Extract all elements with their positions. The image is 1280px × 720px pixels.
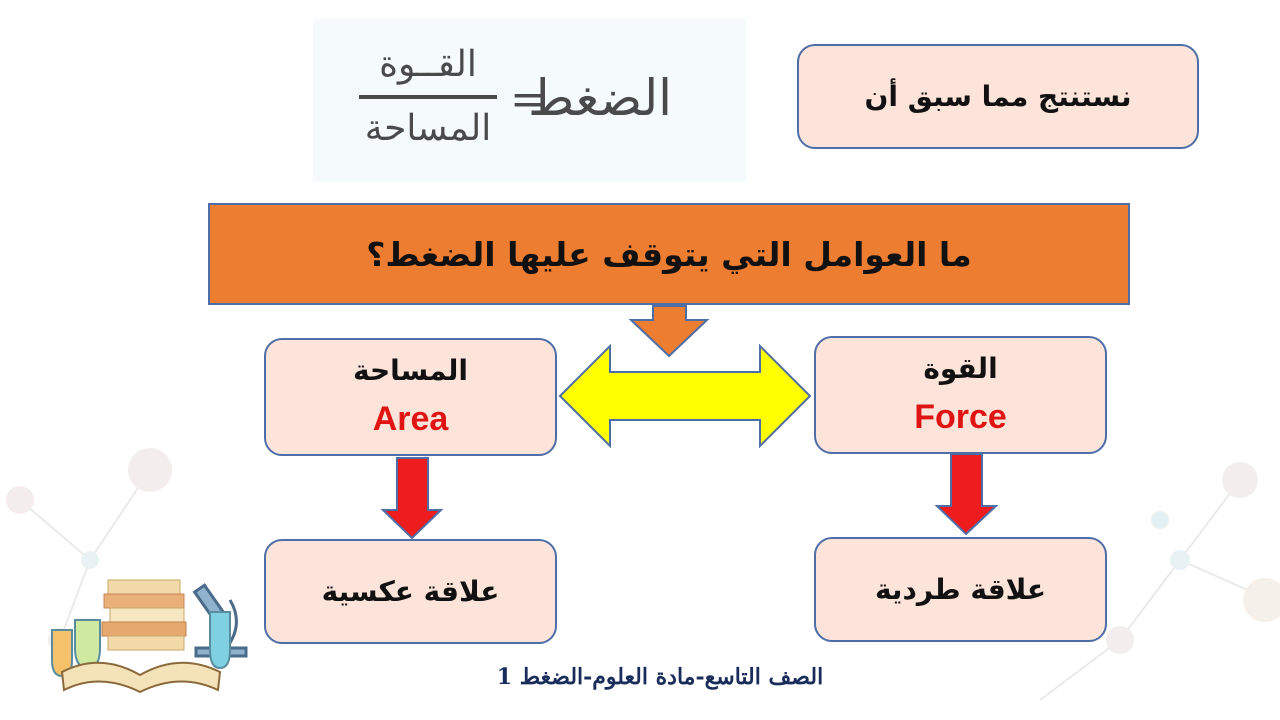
formula-numerator: القــوة [379,44,477,85]
formula-fraction: القــوة المساحة [353,41,503,153]
question-box: ما العوامل التي يتوقف عليها الضغط؟ [208,203,1130,305]
question-down-arrow [628,305,710,358]
fraction-bar [359,95,497,99]
books-icon [101,579,187,651]
formula-denominator: المساحة [364,108,492,149]
area-down-arrow [380,457,444,540]
inverse-relation-box: علاقة عكسية [264,539,557,644]
conclusion-box: نستنتج مما سبق أن [797,44,1199,149]
direct-relation-box: علاقة طردية [814,537,1107,642]
double-arrow [558,343,812,449]
force-down-arrow [934,453,999,536]
pressure-formula: الضغط = القــوة المساحة [313,19,746,182]
factor-force-english: Force [914,398,1007,436]
factor-area-english: Area [372,400,449,438]
factor-area-box: المساحة Area [264,338,557,456]
formula-pressure-term: الضغط [528,69,673,127]
open-book-icon [60,661,222,694]
footer-caption: الصف التاسع-مادة العلوم-الضغط 1 [496,664,824,690]
factor-area-arabic: المساحة [352,354,469,387]
factor-force-box: القوة Force [814,336,1107,454]
flask-icon [51,611,231,678]
formula-equals-sign: = [510,74,547,125]
factor-force-arabic: القوة [923,352,998,385]
